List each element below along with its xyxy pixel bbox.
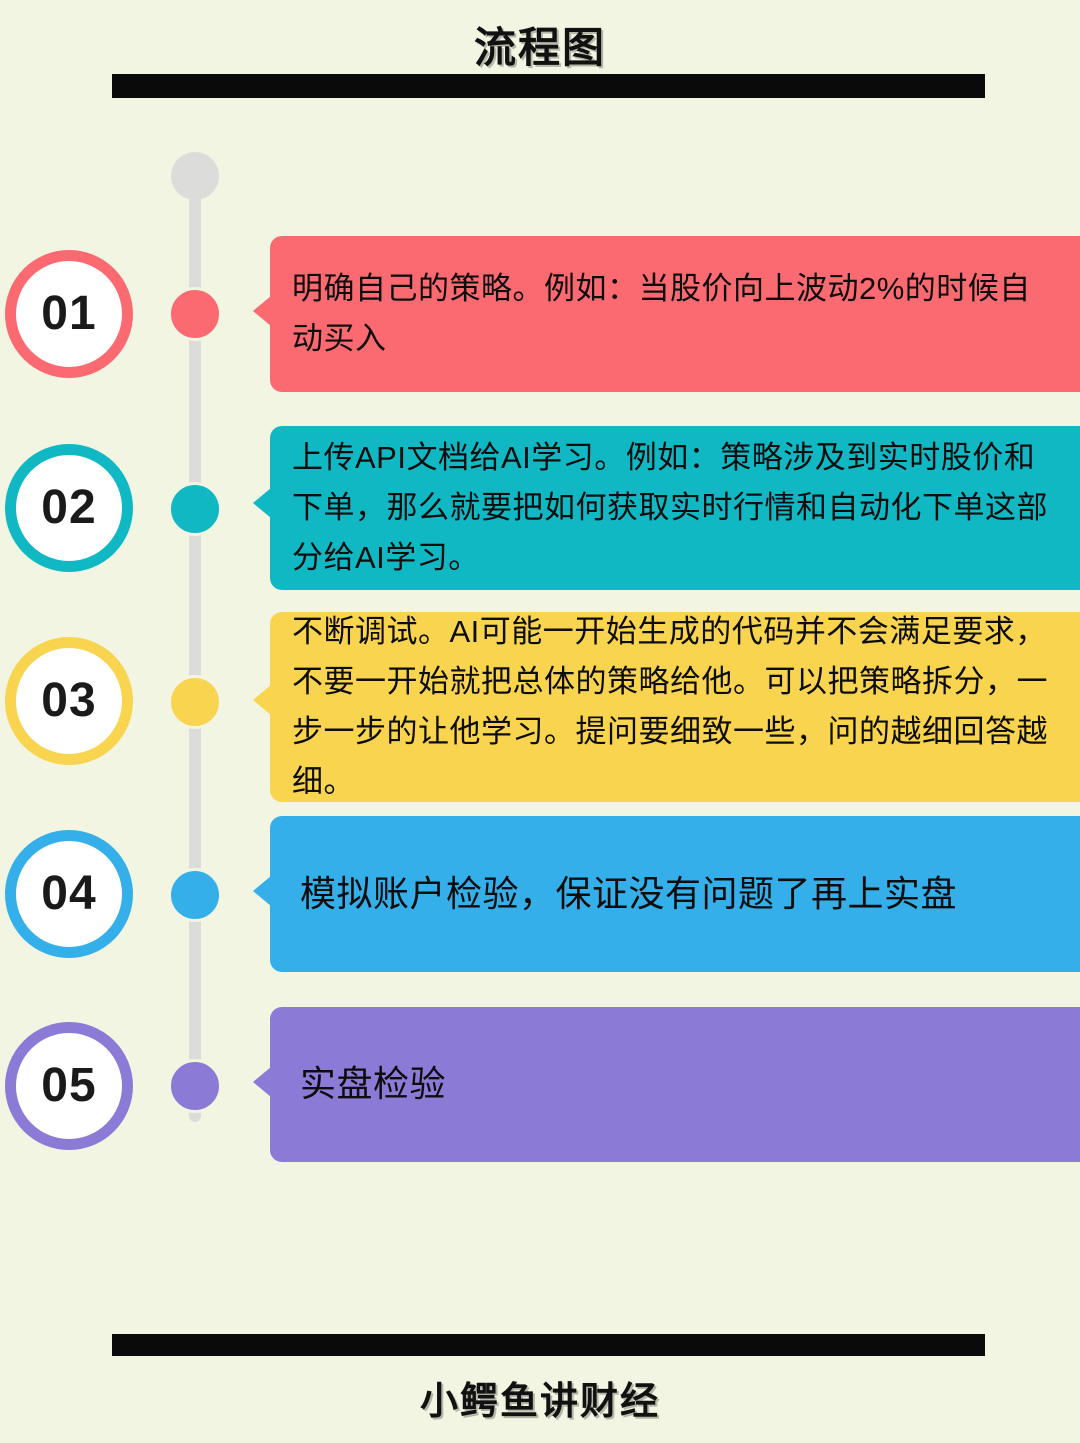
step-description: 模拟账户检验，保证没有问题了再上实盘 — [300, 872, 958, 914]
step-number-label: 01 — [41, 287, 97, 340]
step-number-label: 05 — [41, 1059, 97, 1112]
step-number-badge[interactable]: 05 — [5, 1022, 133, 1150]
step-number-label: 03 — [41, 674, 97, 727]
card-pointer-icon — [253, 685, 271, 715]
card-pointer-icon — [253, 488, 271, 518]
step-description: 明确自己的策略。例如：当股价向上波动2%的时候自动买入 — [292, 270, 1031, 356]
timeline-node-dot[interactable] — [168, 675, 222, 729]
step-number-badge[interactable]: 01 — [5, 250, 133, 378]
step-description: 实盘检验 — [300, 1063, 447, 1105]
step-content-card[interactable]: 明确自己的策略。例如：当股价向上波动2%的时候自动买入 — [253, 236, 1080, 392]
page-header: 流程图 — [0, 0, 1080, 110]
step-description: 上传API文档给AI学习。例如：策略涉及到实时股价和下单，那么就要把如何获取实时… — [292, 439, 1048, 576]
step-number-badge[interactable]: 04 — [5, 830, 133, 958]
timeline-node-dot[interactable] — [168, 287, 222, 341]
page-title: 流程图 — [473, 24, 606, 71]
card-pointer-icon — [253, 1067, 271, 1097]
footer-title: 小鳄鱼讲财经 — [419, 1381, 660, 1423]
step-number-badge[interactable]: 03 — [5, 637, 133, 765]
step-content-card[interactable]: 实盘检验 — [253, 1007, 1080, 1162]
step-content-card[interactable]: 上传API文档给AI学习。例如：策略涉及到实时股价和下单，那么就要把如何获取实时… — [253, 426, 1080, 590]
timeline-node-dot[interactable] — [168, 482, 222, 536]
step-description: 不断调试。AI可能一开始生成的代码并不会满足要求，不要一开始就把总体的策略给他。… — [292, 613, 1048, 800]
card-pointer-icon — [253, 876, 271, 906]
step-content-card[interactable]: 不断调试。AI可能一开始生成的代码并不会满足要求，不要一开始就把总体的策略给他。… — [253, 612, 1080, 802]
timeline-node-dot[interactable] — [168, 868, 222, 922]
timeline-node-dot[interactable] — [168, 1059, 222, 1113]
step-number-label: 02 — [41, 481, 97, 534]
header-divider-bar — [112, 74, 985, 98]
card-pointer-icon — [253, 296, 271, 326]
step-content-card[interactable]: 模拟账户检验，保证没有问题了再上实盘 — [253, 816, 1080, 972]
step-number-label: 04 — [41, 867, 97, 920]
step-number-badge[interactable]: 02 — [5, 444, 133, 572]
footer-divider-bar — [112, 1334, 985, 1356]
